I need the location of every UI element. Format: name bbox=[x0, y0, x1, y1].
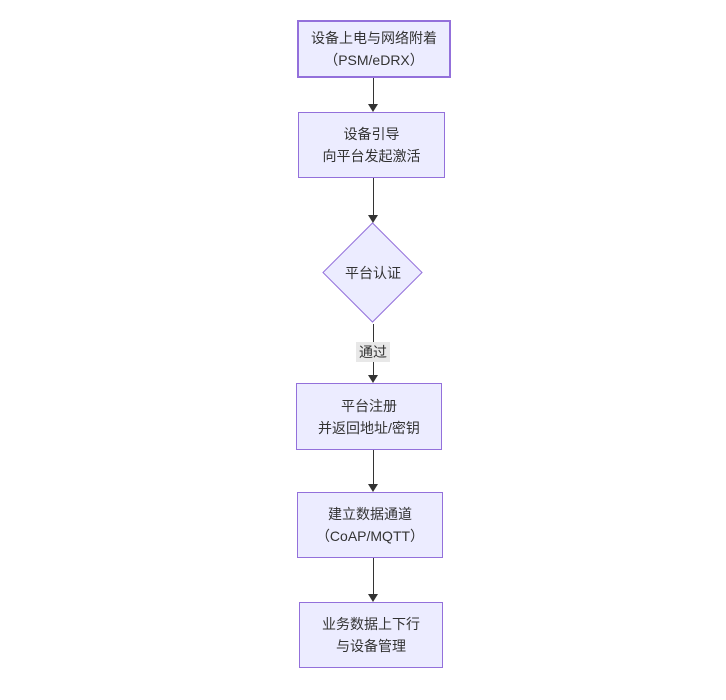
edge-label-pass: 通过 bbox=[356, 342, 390, 362]
edge-register-to-channel bbox=[373, 450, 374, 485]
node-bootstrap: 设备引导 向平台发起激活 bbox=[298, 112, 445, 178]
node-text-line: 并返回地址/密钥 bbox=[318, 419, 420, 436]
arrowhead-icon bbox=[368, 484, 378, 492]
node-text-line: 设备上电与网络附着 bbox=[311, 30, 437, 46]
arrowhead-icon bbox=[368, 104, 378, 112]
decision-platform-auth-label: 平台认证 bbox=[345, 265, 401, 281]
node-data-channel: 建立数据通道 （CoAP/MQTT） bbox=[297, 492, 443, 558]
node-text-line: 建立数据通道 bbox=[328, 506, 412, 522]
node-text-line: 平台注册 bbox=[341, 397, 397, 414]
node-text-line: （CoAP/MQTT） bbox=[315, 528, 425, 544]
arrowhead-icon bbox=[368, 375, 378, 383]
node-text-line: 业务数据上下行 bbox=[322, 616, 420, 632]
node-business-data: 业务数据上下行 与设备管理 bbox=[299, 602, 443, 668]
arrowhead-icon bbox=[368, 215, 378, 223]
node-text-line: （PSM/eDRX） bbox=[324, 52, 424, 68]
node-power-attach: 设备上电与网络附着 （PSM/eDRX） bbox=[297, 20, 451, 78]
edge-channel-to-business bbox=[373, 558, 374, 595]
node-text-line: 与设备管理 bbox=[336, 638, 406, 654]
arrowhead-icon bbox=[368, 594, 378, 602]
node-text-line: 设备引导 bbox=[343, 126, 400, 142]
node-text-line: 向平台发起激活 bbox=[322, 148, 421, 164]
edge-bootstrap-to-auth bbox=[373, 178, 374, 216]
node-platform-register: 平台注册 并返回地址/密钥 bbox=[296, 383, 442, 450]
edge-power-to-bootstrap bbox=[373, 78, 374, 105]
